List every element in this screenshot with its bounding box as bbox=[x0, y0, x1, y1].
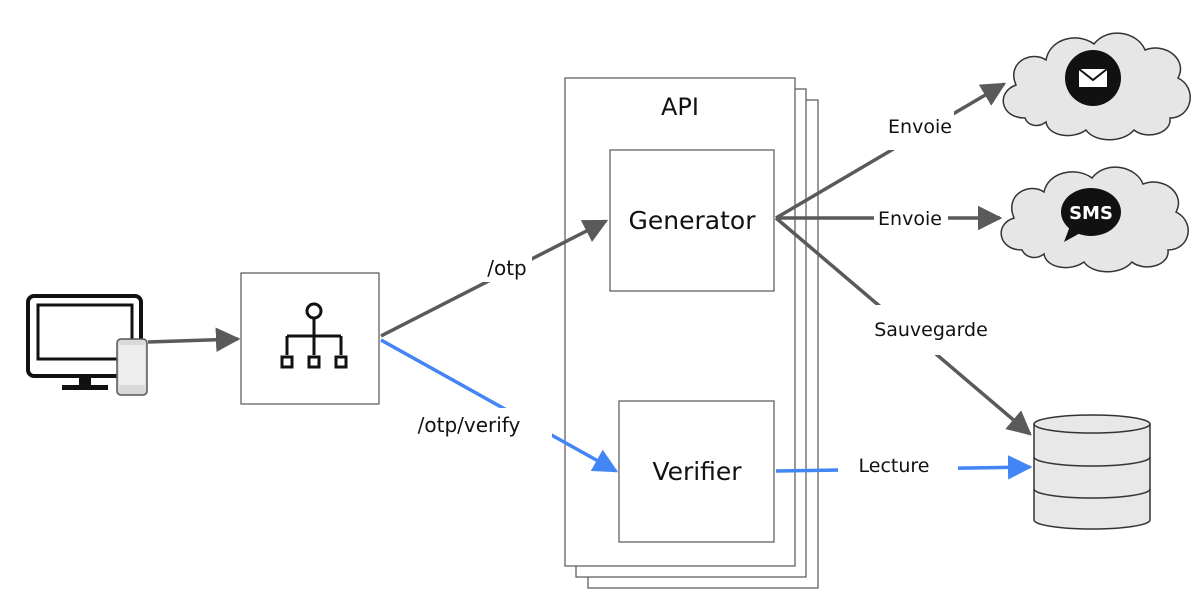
sms-cloud: SMS bbox=[1000, 166, 1189, 273]
svg-text:Envoie: Envoie bbox=[878, 208, 942, 230]
arrow-client-to-lb bbox=[147, 327, 241, 352]
svg-text:Lecture: Lecture bbox=[859, 455, 930, 477]
arrow-generator-to-email bbox=[775, 82, 1007, 220]
generator-box: Generator bbox=[609, 149, 775, 292]
email-cloud bbox=[1002, 32, 1191, 141]
envelope-icon bbox=[1065, 50, 1121, 106]
desktop-and-phone-icon bbox=[26, 294, 148, 396]
sms-icon-text: SMS bbox=[1069, 203, 1113, 224]
svg-text:/otp/verify: /otp/verify bbox=[418, 413, 521, 437]
edge-label-otp-verify: /otp/verify bbox=[418, 408, 552, 440]
load-balancer-icon bbox=[280, 302, 348, 369]
edge-label-save: Sauvegarde bbox=[874, 305, 988, 355]
generator-label: Generator bbox=[629, 206, 757, 235]
sms-bubble-icon: SMS bbox=[1061, 188, 1121, 242]
verifier-label: Verifier bbox=[652, 457, 742, 486]
verifier-box: Verifier bbox=[618, 400, 775, 543]
edge-label-send-email: Envoie bbox=[888, 106, 954, 150]
database-icon bbox=[1033, 414, 1151, 530]
edge-label-send-sms: Envoie bbox=[874, 202, 948, 234]
load-balancer bbox=[240, 272, 380, 405]
svg-text:Envoie: Envoie bbox=[888, 116, 952, 138]
edge-label-otp: /otp bbox=[482, 252, 532, 282]
svg-text:/otp: /otp bbox=[487, 256, 527, 280]
svg-text:Sauvegarde: Sauvegarde bbox=[874, 319, 988, 341]
arrow-lb-to-verifier bbox=[380, 338, 619, 473]
api-title: API bbox=[661, 93, 699, 121]
edge-label-read: Lecture bbox=[838, 450, 958, 484]
